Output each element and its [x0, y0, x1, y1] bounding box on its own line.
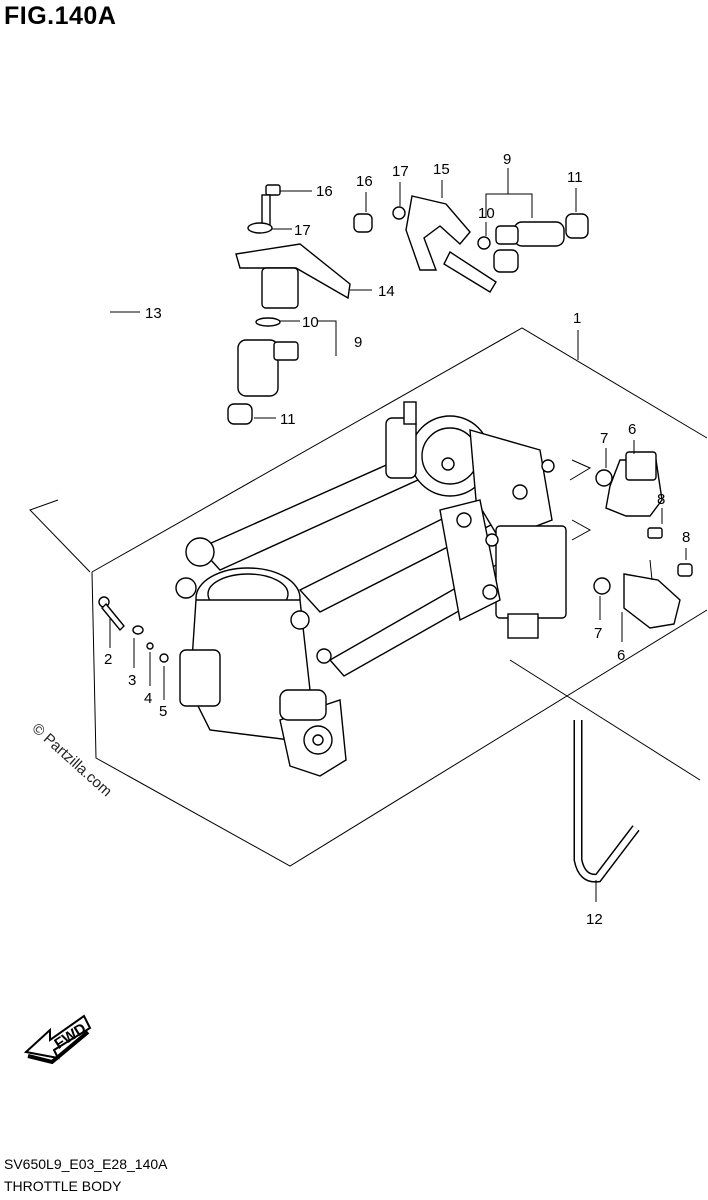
- assembly-frame: [91, 327, 708, 867]
- throttle-body: [175, 401, 567, 777]
- callout-6a: 6: [628, 421, 636, 438]
- callout-6b: 6: [617, 647, 625, 664]
- fuel-injector-left: [227, 184, 372, 425]
- callout-7a: 7: [600, 430, 608, 447]
- callout-13: 13: [145, 305, 162, 322]
- hose-12: [509, 659, 701, 902]
- callout-17b: 17: [392, 163, 409, 180]
- callout-10b: 10: [302, 314, 319, 331]
- callout-14: 14: [378, 283, 395, 300]
- callout-16a: 16: [316, 183, 333, 200]
- fwd-arrow-icon: FWD: [23, 1014, 92, 1065]
- callout-9a: 9: [503, 151, 511, 168]
- figure-title: FIG.140A: [4, 2, 117, 30]
- callout-11a: 11: [567, 169, 583, 186]
- small-screws-2-5: [98, 596, 169, 700]
- callout-5: 5: [159, 703, 167, 720]
- callout-8b: 8: [682, 529, 690, 546]
- callout-10a: 10: [478, 205, 495, 222]
- callout-2: 2: [104, 651, 112, 668]
- hose-13: [29, 232, 140, 573]
- callout-11b: 11: [280, 411, 296, 428]
- callout-12: 12: [586, 911, 603, 928]
- callout-9b: 9: [354, 334, 362, 351]
- callout-17a: 17: [294, 222, 311, 239]
- callout-16b: 16: [356, 173, 373, 190]
- callout-1: 1: [573, 310, 581, 327]
- throttle-sensors: [569, 440, 693, 642]
- figure-code: SV650L9_E03_E28_140A: [4, 1156, 168, 1172]
- callout-8a: 8: [657, 491, 665, 508]
- callout-15: 15: [433, 161, 450, 178]
- callout-7b: 7: [594, 625, 602, 642]
- callout-3: 3: [128, 672, 136, 689]
- figure-name: THROTTLE BODY: [4, 1178, 122, 1194]
- fuel-injector-right: [353, 168, 589, 293]
- callout-4: 4: [144, 690, 152, 707]
